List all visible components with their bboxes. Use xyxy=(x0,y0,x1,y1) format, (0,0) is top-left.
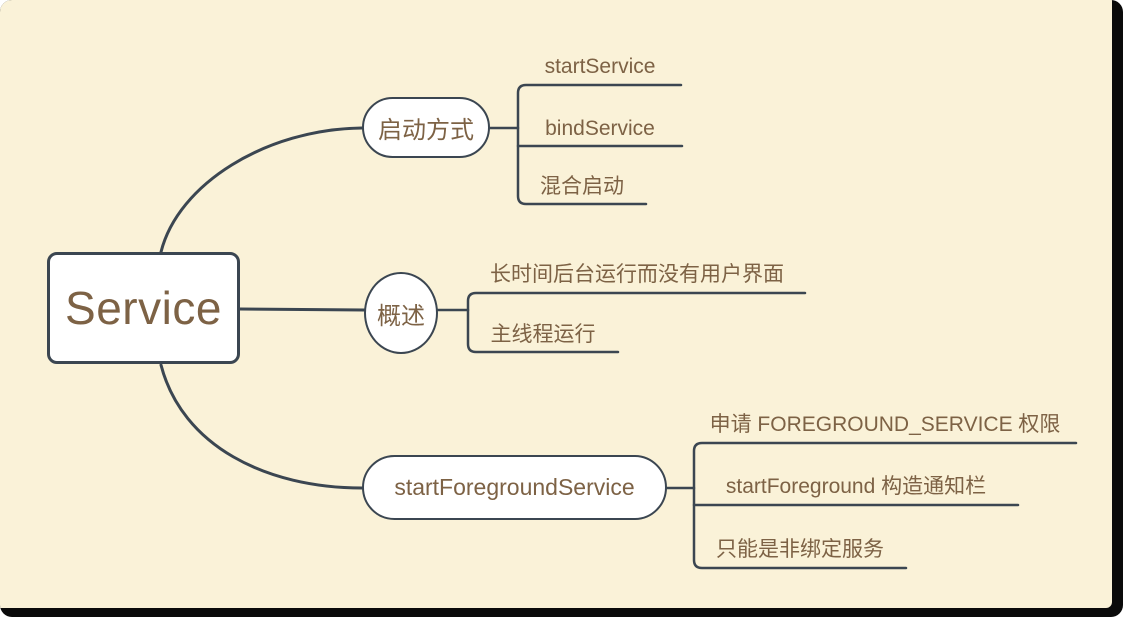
main-topic-overview[interactable]: 概述 xyxy=(364,272,438,354)
main-topic-overview-label: 概述 xyxy=(377,302,425,330)
connector-lines xyxy=(159,83,1078,570)
subtopic-foreground-service-permission[interactable]: 申请 FOREGROUND_SERVICE 权限 xyxy=(709,413,1061,436)
subtopic-long-running-no-ui[interactable]: 长时间后台运行而没有用户界面 xyxy=(490,263,784,286)
subtopic-bindservice[interactable]: bindService xyxy=(545,117,655,140)
root-topic-label: Service xyxy=(65,282,222,334)
subtopic-startservice[interactable]: startService xyxy=(544,55,656,78)
main-topic-launch-methods[interactable]: 启动方式 xyxy=(362,97,490,158)
edge-launch-spine xyxy=(516,83,683,206)
root-topic-service[interactable]: Service xyxy=(47,252,240,364)
subtopic-mixed-launch[interactable]: 混合启动 xyxy=(540,175,624,198)
main-topic-start-foreground-service-label: startForegroundService xyxy=(394,474,635,500)
subtopic-unbound-only[interactable]: 只能是非绑定服务 xyxy=(716,538,884,561)
edge-root-to-overview xyxy=(238,307,366,312)
subtopic-startforeground-notification[interactable]: startForeground 构造通知栏 xyxy=(725,475,987,498)
edge-root-to-launch xyxy=(159,126,364,254)
mindmap-canvas[interactable]: Service 启动方式 概述 startForegroundService s… xyxy=(0,0,1112,608)
main-topic-start-foreground-service[interactable]: startForegroundService xyxy=(362,455,667,520)
edge-root-to-foreground xyxy=(159,363,364,490)
subtopic-main-thread[interactable]: 主线程运行 xyxy=(490,323,596,346)
main-topic-launch-methods-label: 启动方式 xyxy=(378,117,474,144)
edge-overview-spine xyxy=(466,291,807,354)
